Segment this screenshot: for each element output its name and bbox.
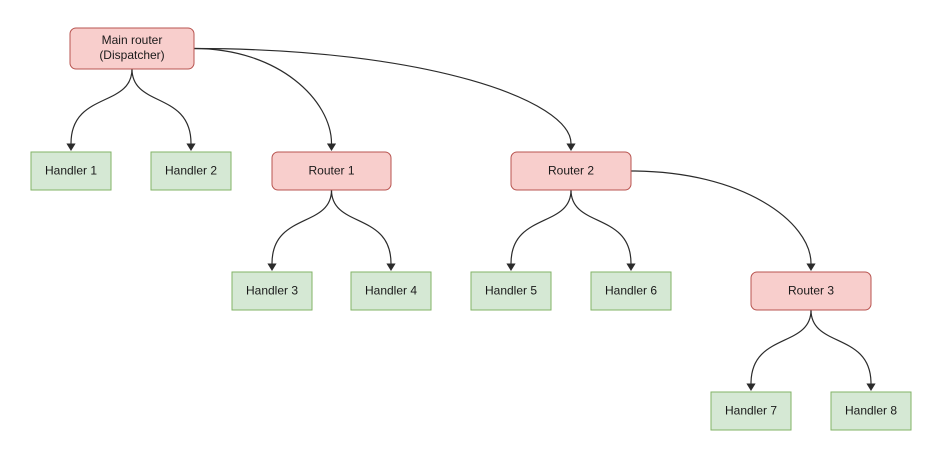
- edge: [193, 47, 576, 151]
- node-handler-6[interactable]: Handler 6: [590, 271, 672, 311]
- edge: [630, 170, 816, 271]
- router-shape: [510, 151, 632, 191]
- edge: [193, 47, 337, 151]
- node-router-2[interactable]: Router 2: [510, 151, 632, 191]
- handler-shape: [710, 391, 792, 431]
- edge: [810, 309, 876, 391]
- handler-shape: [150, 151, 232, 191]
- edge: [66, 68, 133, 151]
- node-handler-8[interactable]: Handler 8: [830, 391, 912, 431]
- handler-shape: [350, 271, 432, 311]
- edge: [506, 189, 572, 271]
- edge-layer: [66, 47, 876, 391]
- node-router-3[interactable]: Router 3: [750, 271, 872, 311]
- node-handler-5[interactable]: Handler 5: [470, 271, 552, 311]
- router-shape: [271, 151, 392, 191]
- node-handler-1[interactable]: Handler 1: [30, 151, 112, 191]
- handler-shape: [470, 271, 552, 311]
- node-handler-4[interactable]: Handler 4: [350, 271, 432, 311]
- node-router-1[interactable]: Router 1: [271, 151, 392, 191]
- router-shape: [69, 27, 195, 70]
- handler-shape: [830, 391, 912, 431]
- router-shape: [750, 271, 872, 311]
- node-handler-7[interactable]: Handler 7: [710, 391, 792, 431]
- handler-shape: [231, 271, 313, 311]
- node-main-router[interactable]: Main router(Dispatcher): [69, 27, 195, 70]
- node-layer: Main router(Dispatcher) Handler 1 Handler …: [30, 27, 912, 431]
- edge: [746, 309, 812, 391]
- node-handler-2[interactable]: Handler 2: [150, 151, 232, 191]
- edge: [570, 189, 636, 271]
- edge: [267, 189, 333, 271]
- node-handler-3[interactable]: Handler 3: [231, 271, 313, 311]
- edge: [330, 189, 396, 271]
- handler-shape: [30, 151, 112, 191]
- handler-shape: [590, 271, 672, 311]
- edge: [131, 68, 196, 151]
